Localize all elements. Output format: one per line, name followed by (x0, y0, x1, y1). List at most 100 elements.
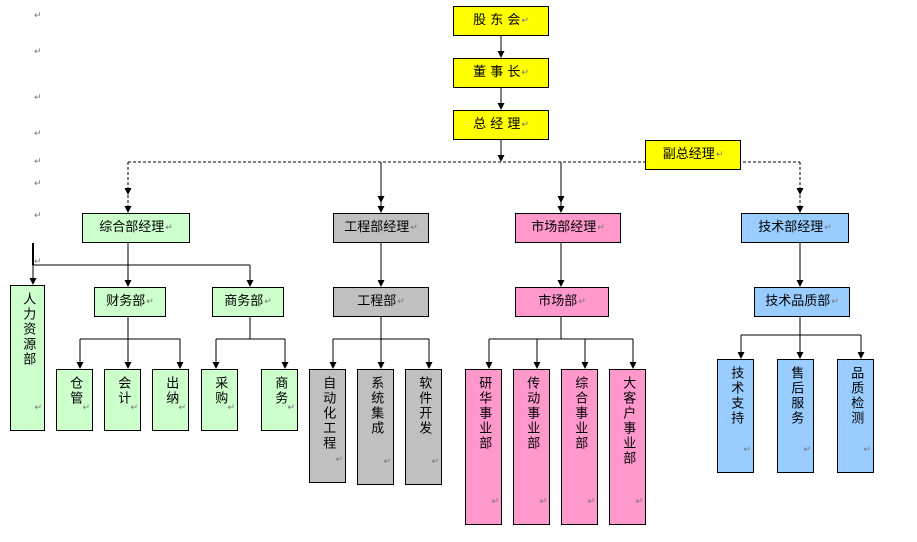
paragraph-mark: ↵ (743, 445, 751, 456)
paragraph-mark: ↵ (34, 257, 42, 267)
node-label: 自动化工程 (320, 376, 336, 451)
arrowhead (329, 362, 337, 369)
arrowhead (124, 362, 132, 369)
node-label: 市场部 (538, 294, 578, 310)
arrowhead (857, 352, 865, 359)
node-software-dev: 软件开发↵ (405, 369, 442, 485)
paragraph-mark: ↵ (824, 222, 832, 233)
node-chairman: 董 事 长↵ (453, 58, 549, 88)
paragraph-mark: ↵ (578, 296, 586, 307)
arrowhead (557, 280, 565, 287)
arrowhead (497, 103, 505, 110)
node-key-account: 大客户事业部 ↵ (609, 369, 646, 525)
paragraph-mark: ↵ (539, 497, 547, 508)
paragraph-mark: ↵ (34, 129, 42, 139)
node-automation: 自动化工程 ↵ (309, 369, 346, 483)
node-warehouse: 仓管↵ (56, 369, 93, 431)
arrowhead (377, 362, 385, 369)
node-label: 仓管 (67, 376, 83, 406)
paragraph-mark: ↵ (521, 119, 529, 130)
paragraph-mark: ↵ (165, 222, 173, 233)
node-tech-quality: 技术品质部↵ (754, 287, 850, 317)
arrowhead (737, 352, 745, 359)
node-label: 工程部 (357, 294, 397, 310)
paragraph-mark: ↵ (587, 497, 595, 508)
node-after-sales: 售后服务↵ (777, 359, 814, 473)
arrowhead (581, 362, 589, 369)
node-label: 商务部 (224, 294, 264, 310)
paragraph-mark: ↵ (34, 211, 42, 221)
node-rnd: 研华事业部 ↵ (465, 369, 502, 525)
node-label: 研华事业部 (476, 376, 492, 451)
node-sys-integration: 系统集成 ↵ (357, 369, 394, 485)
paragraph-mark: ↵ (227, 403, 235, 414)
node-label: 大客户事业部 (620, 376, 636, 466)
node-engineering: 工程部↵ (333, 287, 429, 317)
paragraph-mark: ↵ (521, 15, 529, 26)
paragraph-mark: ↵ (82, 403, 90, 414)
node-label: 品质检测 (848, 366, 864, 426)
arrowhead (533, 362, 541, 369)
arrowhead (281, 362, 289, 369)
paragraph-mark: ↵ (521, 67, 529, 78)
node-hr: 人力资源部↵ (10, 285, 45, 431)
node-label: 采购 (212, 376, 228, 406)
node-cashier: 出纳↵ (152, 369, 189, 431)
paragraph-mark: ↵ (397, 296, 405, 307)
paragraph-mark: ↵ (635, 497, 643, 508)
node-label: 商务 (272, 376, 288, 406)
node-market-manager: 市场部经理↵ (515, 213, 621, 243)
node-business: 商务↵ (261, 369, 298, 431)
node-label: 综合事业部 (572, 376, 588, 451)
node-eng-manager: 工程部经理↵ (333, 213, 429, 243)
paragraph-mark: ↵ (383, 457, 391, 468)
paragraph-mark: ↵ (34, 47, 42, 57)
arrowhead (124, 280, 132, 287)
arrowhead (497, 51, 505, 58)
node-label: 副总经理 (662, 147, 715, 163)
node-label: 工程部经理 (344, 220, 410, 236)
node-label: 系统集成 (368, 376, 384, 436)
paragraph-mark: ↵ (34, 179, 42, 189)
node-tech-manager: 技术部经理↵ (741, 213, 849, 243)
node-transmission: 传动事业部↵ (513, 369, 550, 525)
arrowhead (629, 362, 637, 369)
arrowhead (124, 188, 132, 195)
arrowhead (796, 280, 804, 287)
node-label: 技术部经理 (758, 220, 824, 236)
node-label: 出纳 (163, 376, 179, 406)
arrowhead (796, 352, 804, 359)
node-tech-support: 技术支持 ↵ (717, 359, 754, 473)
node-label: 会计 (115, 376, 131, 406)
arrowhead (377, 280, 385, 287)
arrowhead (29, 278, 37, 285)
paragraph-mark: ↵ (597, 222, 605, 233)
paragraph-mark: ↵ (335, 455, 343, 466)
paragraph-mark: ↵ (178, 403, 186, 414)
node-commerce: 商务部↵ (212, 287, 284, 317)
arrowhead (377, 206, 385, 213)
arrowhead (796, 188, 804, 195)
paragraph-mark: ↵ (146, 296, 154, 307)
node-label: 技术支持 (728, 366, 744, 426)
arrowhead (425, 362, 433, 369)
arrowhead (212, 362, 220, 369)
paragraph-mark: ↵ (803, 445, 811, 456)
node-shareholders: 股 东 会↵ (453, 6, 549, 36)
node-integrated: 综合事业部 ↵ (561, 369, 598, 525)
paragraph-mark: ↵ (34, 93, 42, 103)
arrowhead (485, 362, 493, 369)
arrowhead (246, 280, 254, 287)
node-label: 综合部经理 (99, 220, 165, 236)
node-label: 股 东 会 (473, 13, 521, 29)
arrowhead (557, 206, 565, 213)
node-label: 董 事 长 (473, 65, 521, 81)
paragraph-mark: ↵ (431, 457, 439, 468)
paragraph-mark: ↵ (715, 149, 724, 160)
paragraph-mark: ↵ (491, 497, 499, 508)
arrowhead (796, 206, 804, 213)
paragraph-mark: ↵ (130, 403, 138, 414)
paragraph-mark: ↵ (287, 403, 295, 414)
